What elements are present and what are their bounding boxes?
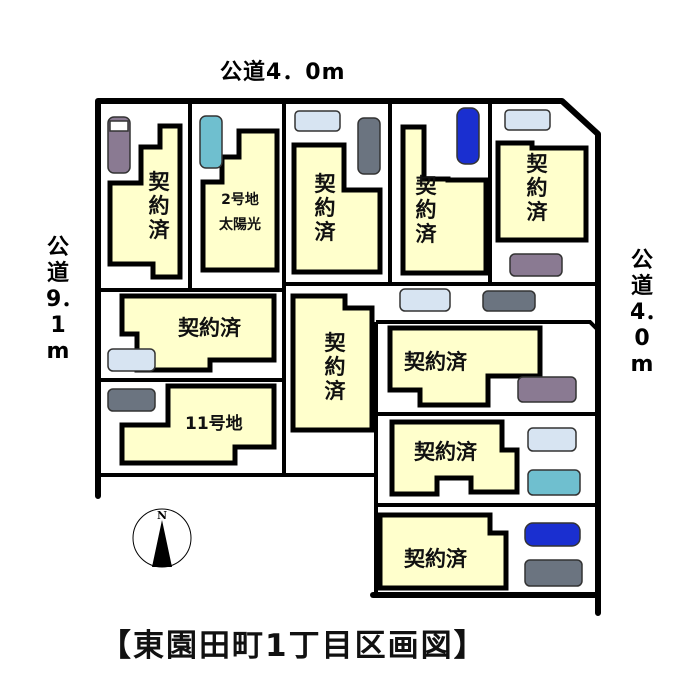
car-icon bbox=[107, 348, 156, 372]
lot-6-label: 契約済 bbox=[178, 316, 241, 340]
car-icon bbox=[482, 290, 536, 312]
lot-11-label: 11号地 bbox=[185, 414, 243, 434]
building-lot-2 bbox=[200, 128, 280, 273]
svg-text:N: N bbox=[157, 509, 167, 522]
car-icon bbox=[294, 110, 341, 132]
lot-10-label: 契約済 bbox=[404, 547, 467, 571]
page-title: 【東園田町1丁目区画図】 bbox=[100, 628, 487, 664]
lot-7-label: 契約済 bbox=[324, 331, 346, 403]
buildings bbox=[107, 123, 589, 591]
building-lot-4 bbox=[400, 124, 489, 276]
car-icon bbox=[524, 522, 581, 547]
car-icon bbox=[504, 109, 551, 131]
lot-1-label: 契約済 bbox=[148, 170, 170, 242]
building-lot-9 bbox=[389, 419, 520, 497]
lot-lines bbox=[98, 101, 600, 595]
car-icon bbox=[107, 388, 156, 412]
car-icon bbox=[524, 559, 583, 587]
building-lot-6 bbox=[119, 293, 277, 373]
north-compass-icon: N bbox=[132, 508, 192, 568]
building-lot-5 bbox=[495, 140, 589, 243]
road-label-right: 公道4．0m bbox=[630, 248, 668, 377]
car-icon bbox=[509, 253, 563, 277]
car-icon bbox=[527, 427, 577, 452]
car-icon bbox=[527, 469, 581, 496]
car-icon bbox=[357, 117, 381, 175]
lot-9-label: 契約済 bbox=[414, 440, 477, 464]
lot-2-sublabel: 太陽光 bbox=[219, 217, 261, 233]
car-icon bbox=[399, 288, 451, 312]
road-label-left: 公道9．1m bbox=[46, 235, 84, 364]
lot-8-label: 契約済 bbox=[404, 350, 467, 374]
car-icon bbox=[199, 115, 223, 169]
building-lot-11 bbox=[119, 383, 277, 466]
building-lot-7 bbox=[290, 293, 375, 433]
lot-2-label: 2号地 bbox=[221, 192, 259, 208]
car-icon bbox=[517, 376, 577, 403]
site-boundary bbox=[95, 98, 601, 616]
car-icon bbox=[456, 107, 480, 165]
road-label-top: 公道4．0m bbox=[220, 60, 346, 85]
building-lot-1 bbox=[107, 123, 183, 280]
parked-cars bbox=[107, 107, 583, 587]
lot-5-label: 契約済 bbox=[526, 152, 548, 224]
building-lot-10 bbox=[377, 512, 509, 591]
building-lot-3 bbox=[291, 142, 383, 275]
building-lot-8 bbox=[387, 325, 543, 408]
lot-3-label: 契約済 bbox=[314, 172, 336, 244]
lot-4-label: 契約済 bbox=[415, 174, 437, 246]
